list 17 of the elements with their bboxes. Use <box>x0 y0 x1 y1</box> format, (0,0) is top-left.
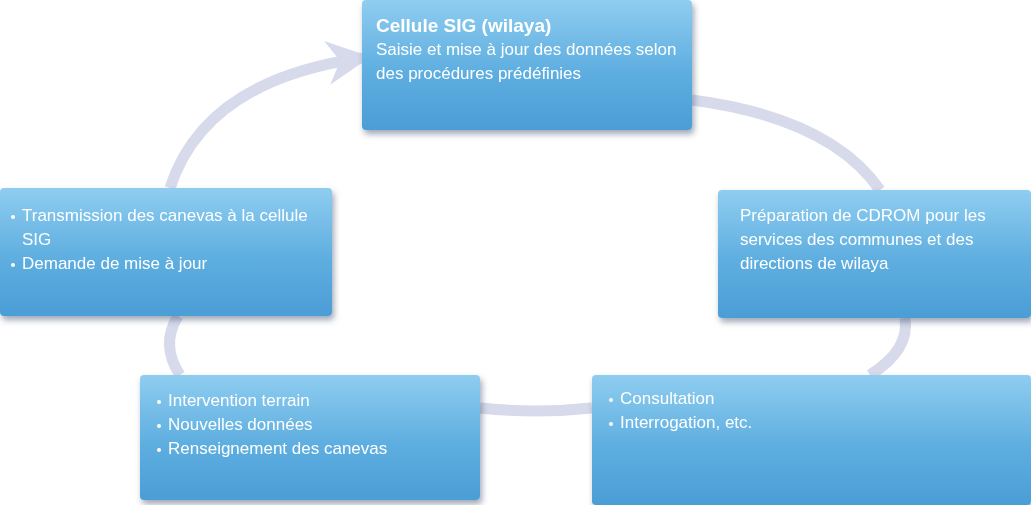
connector-line <box>479 402 593 417</box>
box-text: Préparation de CDROM pour les services des communes et des directions de wilaya <box>740 205 987 275</box>
process-box <box>0 188 332 316</box>
connector-line <box>164 313 185 378</box>
bullet-item: Transmission des canevas à la cellule SIG <box>8 204 324 252</box>
process-box <box>718 190 1031 318</box>
bullet-item: Interrogation, etc. <box>606 411 1017 435</box>
box-heading: Cellule SIG (wilaya) <box>376 14 553 38</box>
process-box <box>592 375 1031 505</box>
bullet-item: Intervention terrain <box>154 389 466 413</box>
bullet-item: Renseignement des canevas <box>154 437 466 461</box>
box-text: Saisie et mise à jour des données selon des procédures prédéfinies <box>376 39 678 85</box>
process-box <box>362 0 692 130</box>
bullet-item: Nouvelles données <box>154 413 466 437</box>
bullet-item: Demande de mise à jour <box>8 252 324 276</box>
process-box <box>140 375 480 500</box>
bullet-item: Consultation <box>606 387 1017 411</box>
